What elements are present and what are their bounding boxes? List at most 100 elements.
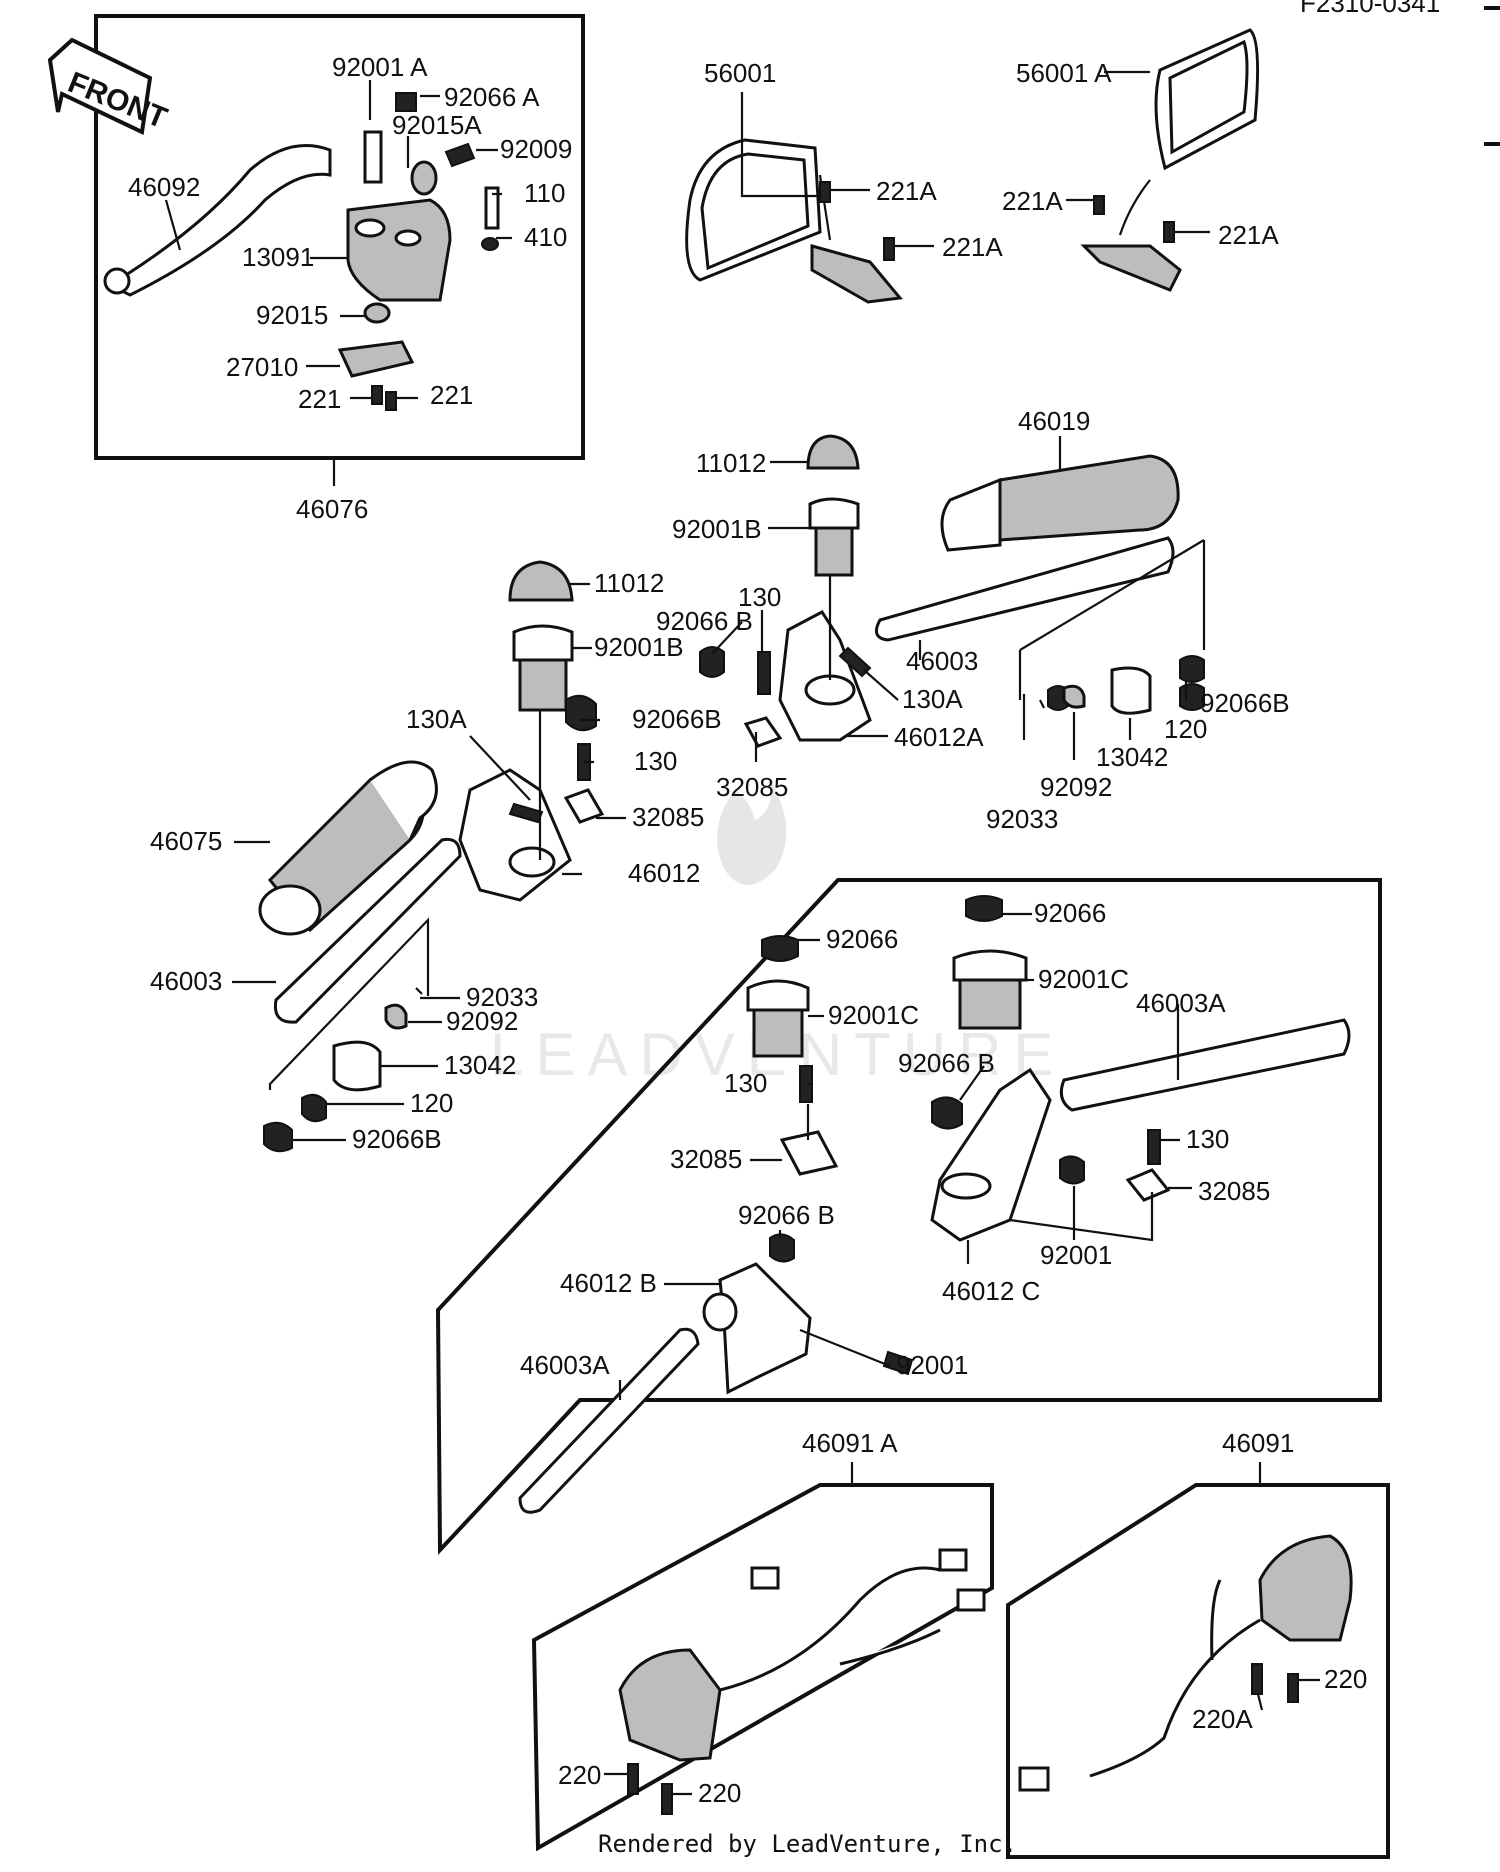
label-92066B-far-right: 92066B <box>1200 688 1290 718</box>
holder-46012A <box>778 610 872 742</box>
mirror-56001 <box>685 138 903 304</box>
label-46012C: 46012 C <box>942 1276 1040 1306</box>
footer-credit: Rendered by LeadVenture, Inc. <box>598 1830 1017 1858</box>
bolt-92001C-a <box>746 979 810 1058</box>
clamp-32085-right <box>743 716 783 748</box>
label-46012B: 46012 B <box>560 1268 657 1298</box>
label-46092: 46092 <box>128 172 200 202</box>
label-130A-right: 130A <box>902 684 963 714</box>
label-92066B-left: 92066B <box>632 704 722 734</box>
cap-92066-a <box>761 935 799 962</box>
switch-left-frame <box>531 1483 994 1852</box>
grip-46019 <box>940 454 1180 552</box>
screw-92009 <box>444 142 476 168</box>
switch-46091A <box>618 1548 986 1762</box>
label-27010: 27010 <box>226 352 298 382</box>
label-220A: 220A <box>1192 1704 1253 1734</box>
screw-221A-2 <box>883 237 895 261</box>
label-120-left: 120 <box>410 1088 453 1118</box>
bolt-110 <box>484 186 500 230</box>
label-13042-right: 13042 <box>1096 742 1168 772</box>
clamp-32085-c1 <box>779 1130 839 1176</box>
label-46012: 46012 <box>628 858 700 888</box>
holder-46012 <box>458 768 572 902</box>
label-92066B-c: 92066 B <box>898 1048 995 1078</box>
cap-92066B-c <box>931 1096 963 1130</box>
handlebar-46003A-b <box>518 1327 700 1514</box>
leader-lines <box>164 70 1320 1796</box>
spacer-92092-left <box>384 1003 408 1030</box>
label-220-c: 220 <box>1324 1664 1367 1694</box>
label-92001-c1: 92001 <box>1040 1240 1112 1270</box>
weight-13042-right <box>1110 666 1152 715</box>
label-32085-c2: 32085 <box>1198 1176 1270 1206</box>
weight-13042-left <box>332 1040 382 1092</box>
label-221-a: 221 <box>298 384 341 414</box>
bushing-92015 <box>363 302 391 324</box>
screw-221A-3 <box>1093 195 1105 215</box>
label-46012A: 46012A <box>894 722 984 752</box>
screw-120-left <box>301 1093 327 1123</box>
clamp-32085-c2 <box>1125 1168 1171 1202</box>
label-46003A-b: 46003A <box>520 1350 610 1380</box>
label-120-right: 120 <box>1164 714 1207 744</box>
bolt-92001A <box>363 130 383 184</box>
label-92066-b: 92066 <box>1034 898 1106 928</box>
label-410: 410 <box>524 222 567 252</box>
bolt-92001-c2 <box>882 1350 914 1376</box>
handlebar-46003A-a <box>1059 1018 1351 1112</box>
mirror-56001A <box>1080 28 1260 292</box>
bolt-92001B-left <box>512 624 574 712</box>
label-92001C-a: 92001C <box>828 1000 919 1030</box>
bolt-92001B-right <box>808 497 860 577</box>
label-220-b: 220 <box>698 1778 741 1808</box>
label-92066B-left2: 92066B <box>352 1124 442 1154</box>
label-46003A-a: 46003A <box>1136 988 1226 1018</box>
bolt-130A-left <box>508 802 544 824</box>
label-13091: 13091 <box>242 242 314 272</box>
cap-11012-left <box>508 560 574 602</box>
bolt-130-c2 <box>1147 1129 1161 1165</box>
label-46075: 46075 <box>150 826 222 856</box>
grip-46075 <box>258 760 438 936</box>
bolt-130-right <box>757 651 771 695</box>
label-130A-left: 130A <box>406 704 467 734</box>
label-46003-left: 46003 <box>150 966 222 996</box>
master-cylinder-13091 <box>346 198 452 302</box>
label-221A-1: 221A <box>876 176 937 206</box>
label-92066-a: 92066 <box>826 924 898 954</box>
label-46003-right: 46003 <box>906 646 978 676</box>
switch-right-frame <box>1006 1483 1390 1859</box>
label-92001C-b: 92001C <box>1038 964 1129 994</box>
holder-46012C <box>930 1067 1052 1242</box>
holder-46012B <box>702 1262 812 1395</box>
screw-221-b <box>385 391 397 411</box>
bolt-130A-right <box>838 646 872 678</box>
clamp-32085-left <box>563 788 605 824</box>
label-92009: 92009 <box>500 134 572 164</box>
label-32085-left: 32085 <box>632 802 704 832</box>
label-92015: 92015 <box>256 300 328 330</box>
label-56001: 56001 <box>704 58 776 88</box>
handlebar-46003-right <box>874 536 1175 642</box>
screw-220-b <box>661 1783 673 1815</box>
label-11012-left: 11012 <box>594 568 664 598</box>
screw-120-right <box>1179 655 1205 683</box>
label-11012-right: 11012 <box>696 448 766 478</box>
label-92092-left: 92092 <box>446 1006 518 1036</box>
label-56001A: 56001 A <box>1016 58 1112 88</box>
clip-92033-right <box>1039 699 1045 709</box>
cap-92066-b <box>965 895 1003 922</box>
label-110: 110 <box>524 178 565 208</box>
label-46091A: 46091 A <box>802 1428 898 1458</box>
bolt-92001-c1 <box>1059 1155 1085 1185</box>
label-92001B-left: 92001B <box>594 632 684 662</box>
label-13042-left: 13042 <box>444 1050 516 1080</box>
bolt-92001C-b <box>952 949 1028 1030</box>
label-92001A: 92001 A <box>332 52 428 82</box>
cap-92066B-left <box>565 694 597 732</box>
label-46076: 46076 <box>296 494 368 524</box>
cap-11012-right <box>806 434 860 470</box>
cap-92066B-d <box>769 1233 795 1263</box>
